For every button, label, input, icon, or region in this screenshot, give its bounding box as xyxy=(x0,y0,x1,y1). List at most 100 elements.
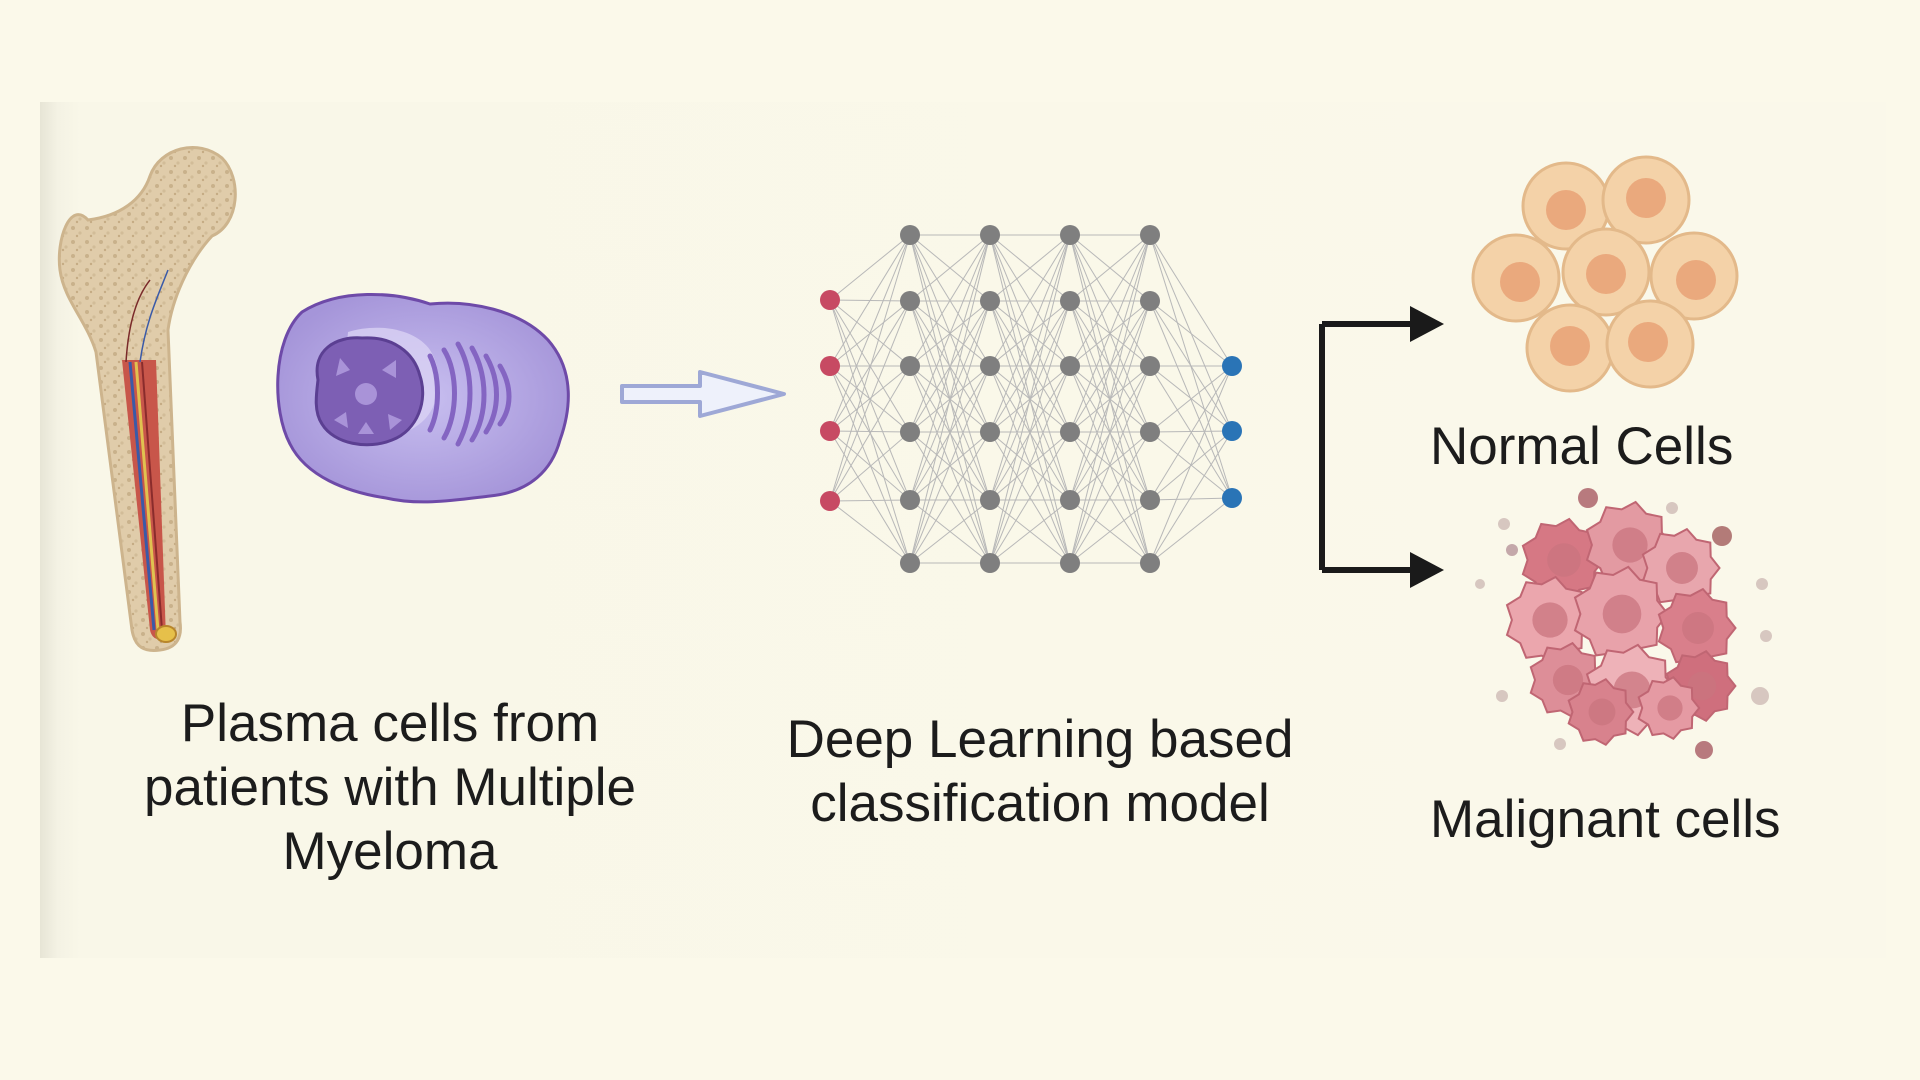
input-node xyxy=(820,491,840,511)
network-edge xyxy=(989,234,1071,501)
hidden-node xyxy=(1060,356,1080,376)
network-edge xyxy=(829,430,911,564)
cell-debris xyxy=(1554,738,1566,750)
network-edge xyxy=(989,234,1071,302)
network-edge xyxy=(989,300,1071,564)
network-edge xyxy=(1149,234,1233,367)
hidden-node xyxy=(900,225,920,245)
network-edge xyxy=(829,431,911,502)
network-edge xyxy=(1069,234,1151,302)
network-edge xyxy=(1149,430,1233,564)
cell-debris xyxy=(1498,518,1510,530)
plasma-cells-caption: Plasma cells from patients with Multiple… xyxy=(95,692,685,884)
network-edge xyxy=(829,500,911,564)
network-edge xyxy=(909,365,991,564)
hidden-node xyxy=(1060,422,1080,442)
network-edge xyxy=(829,430,911,433)
hidden-node xyxy=(980,225,1000,245)
malignant-cells-icon xyxy=(1475,488,1772,759)
malignant-cells-label: Malignant cells xyxy=(1430,790,1781,849)
normal-cells-label: Normal Cells xyxy=(1430,417,1734,476)
malignant-nucleus xyxy=(1547,543,1581,577)
hidden-node xyxy=(900,356,920,376)
hidden-node xyxy=(980,553,1000,573)
hidden-node xyxy=(980,422,1000,442)
network-edge xyxy=(829,234,911,502)
network-edge xyxy=(989,431,1071,564)
cell-debris xyxy=(1760,630,1772,642)
network-edge xyxy=(909,300,991,564)
network-edge xyxy=(909,431,991,501)
deep-learning-caption: Deep Learning based classification model xyxy=(740,708,1340,836)
hidden-node xyxy=(1060,225,1080,245)
hidden-node xyxy=(900,490,920,510)
network-edge xyxy=(829,234,911,301)
malignant-nucleus xyxy=(1687,671,1717,701)
network-edge xyxy=(829,430,911,501)
hidden-node xyxy=(1060,490,1080,510)
network-edge xyxy=(1149,365,1233,433)
malignant-nucleus xyxy=(1532,602,1568,638)
hidden-node xyxy=(1140,225,1160,245)
network-edge xyxy=(1149,497,1233,501)
caption-line: Myeloma xyxy=(282,822,498,881)
network-edge xyxy=(1069,300,1151,564)
network-edge xyxy=(1069,234,1151,501)
caption-line: patients with Multiple xyxy=(144,758,636,817)
input-node xyxy=(820,290,840,310)
malignant-nucleus xyxy=(1602,594,1642,634)
cell-debris xyxy=(1496,690,1508,702)
cell-debris xyxy=(1506,544,1518,556)
malignant-nucleus xyxy=(1666,552,1698,584)
network-edge xyxy=(989,499,1071,564)
cell-debris xyxy=(1756,578,1768,590)
network-edge xyxy=(829,300,911,432)
network-edge xyxy=(989,431,1071,501)
network-edge xyxy=(1069,431,1151,501)
malignant-nucleus xyxy=(1682,612,1714,644)
network-edge xyxy=(1069,234,1151,564)
normal-cells-icon xyxy=(1471,155,1739,393)
hidden-node xyxy=(980,356,1000,376)
malignant-nucleus xyxy=(1552,664,1584,696)
malignant-nucleus xyxy=(1657,695,1683,721)
network-edges xyxy=(829,234,1233,564)
hidden-node xyxy=(1060,553,1080,573)
network-edge xyxy=(909,234,991,302)
network-edge xyxy=(909,234,991,367)
network-edge xyxy=(1149,365,1233,564)
cell-debris xyxy=(1712,526,1732,546)
network-edge xyxy=(829,365,911,564)
network-edge xyxy=(909,234,991,564)
malignant-nucleus xyxy=(1588,698,1616,726)
output-node xyxy=(1222,356,1242,376)
cell-debris xyxy=(1695,741,1713,759)
caption-line: Deep Learning based xyxy=(786,710,1294,769)
network-edge xyxy=(1149,430,1233,433)
network-edge xyxy=(989,234,1071,367)
network-edge xyxy=(909,499,991,564)
network-edge xyxy=(1069,234,1151,367)
femur-bone-icon xyxy=(57,146,237,652)
network-edge xyxy=(829,234,911,367)
network-edge xyxy=(909,431,991,564)
network-edge xyxy=(1149,300,1233,367)
input-node xyxy=(820,356,840,376)
network-edge xyxy=(829,300,911,502)
hidden-node xyxy=(900,291,920,311)
hidden-node xyxy=(1140,422,1160,442)
network-edge xyxy=(829,234,911,432)
network-edge xyxy=(1149,365,1233,501)
network-edge xyxy=(989,234,1071,564)
input-node xyxy=(820,421,840,441)
hidden-node xyxy=(1060,291,1080,311)
network-edge xyxy=(1069,431,1151,564)
caption-line: classification model xyxy=(810,774,1270,833)
caption-line: Plasma cells from xyxy=(180,694,600,753)
plasma-cell-icon xyxy=(276,293,570,504)
network-edge xyxy=(1149,497,1233,564)
network-edge xyxy=(1069,234,1151,433)
network-edge xyxy=(829,499,911,502)
network-edge xyxy=(829,365,911,502)
